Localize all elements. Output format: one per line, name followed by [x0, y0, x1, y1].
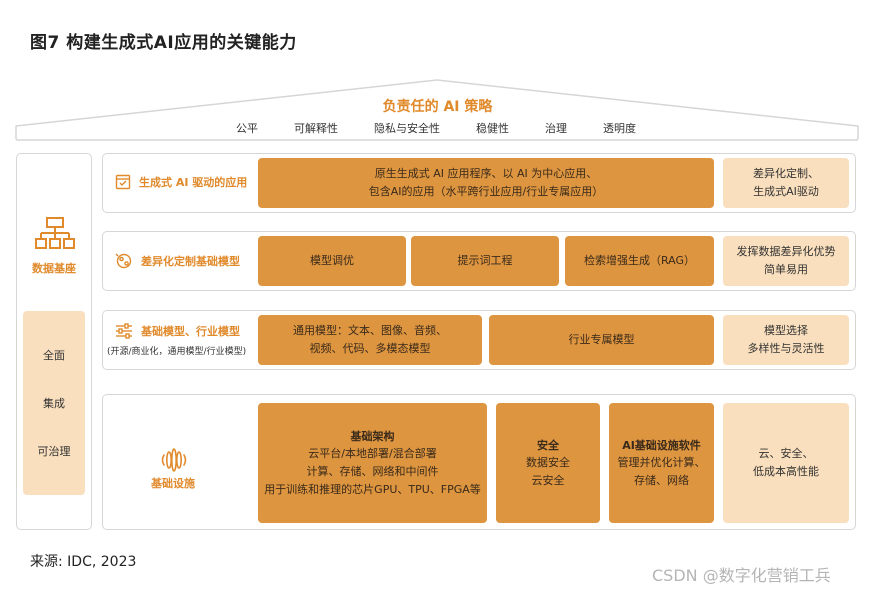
watermark: CSDN @数字化营销工兵	[652, 566, 831, 585]
box-security: 安全 数据安全 云安全	[496, 403, 600, 523]
data-foundation-pillar: 数据基座 全面 集成 可治理	[16, 153, 92, 530]
box-model-tuning: 模型调优	[258, 236, 406, 286]
box-text: 云、安全、	[758, 447, 814, 461]
box-title: 安全	[537, 438, 559, 452]
principle-explainability: 可解释性	[294, 122, 338, 135]
customize-icon	[115, 253, 133, 269]
row-label-custom-models: 差异化定制基础模型	[141, 255, 240, 268]
row-foundation-models: 基础模型、行业模型 (开源/商业化，通用模型/行业模型) 通用模型：文本、图像、…	[102, 310, 856, 370]
box-text: 云安全	[531, 473, 565, 487]
box-ai-applications: 原生生成式 AI 应用程序、以 AI 为中心应用、 包含AI的应用（水平跨行业应…	[258, 158, 714, 208]
box-text: 差异化定制、	[753, 167, 819, 181]
box-general-models: 通用模型：文本、图像、音频、 视频、代码、多模态模型	[258, 315, 482, 365]
roof-title: 负责任的 AI 策略	[382, 99, 493, 115]
box-text: 包含AI的应用（水平跨行业应用/行业专属应用）	[368, 185, 604, 198]
pillar-item-governable: 可治理	[37, 445, 71, 458]
principle-robustness: 稳健性	[476, 122, 509, 135]
box-text: 原生生成式 AI 应用程序、以 AI 为中心应用、	[374, 167, 598, 181]
box-text: 管理并优化计算、	[617, 456, 706, 470]
box-industry-models: 行业专属模型	[489, 315, 714, 365]
side-box-foundation-models: 模型选择 多样性与灵活性	[723, 315, 849, 365]
box-prompt-engineering: 提示词工程	[411, 236, 559, 286]
side-box-custom-models: 发挥数据差异化优势 简单易用	[723, 236, 849, 286]
box-text: 多样性与灵活性	[747, 342, 825, 355]
box-rag: 检索增强生成（RAG）	[565, 236, 714, 286]
sliders-icon	[115, 323, 133, 339]
box-text: 低成本高性能	[753, 465, 819, 478]
box-text: 计算、存储、网络和中间件	[306, 465, 439, 478]
box-text: 行业专属模型	[568, 333, 635, 347]
page-title: 图7 构建生成式AI应用的关键能力	[30, 33, 297, 53]
box-ai-infra-software: AI基础设施软件 管理并优化计算、 存储、网络	[609, 403, 714, 523]
app-frame-icon	[115, 174, 131, 190]
principles-list: 公平 可解释性 隐私与安全性 稳健性 治理 透明度	[236, 120, 636, 136]
box-text: 通用模型：文本、图像、音频、	[293, 324, 447, 338]
box-text: 用于训练和推理的芯片GPU、TPU、FPGA等	[264, 482, 481, 496]
box-base-architecture: 基础架构 云平台/本地部署/混合部署 计算、存储、网络和中间件 用于训练和推理的…	[258, 403, 487, 523]
row-label-applications: 生成式 AI 驱动的应用	[139, 176, 248, 189]
box-title: 基础架构	[350, 429, 395, 443]
pillar-items: 全面 集成 可治理	[23, 311, 85, 495]
principle-privacy-security: 隐私与安全性	[374, 122, 440, 135]
box-text: 云平台/本地部署/混合部署	[308, 447, 437, 461]
box-text: 存储、网络	[634, 473, 689, 487]
row-applications: 生成式 AI 驱动的应用 原生生成式 AI 应用程序、以 AI 为中心应用、 包…	[102, 153, 856, 213]
pillar-label: 数据基座	[32, 262, 76, 275]
side-box-infrastructure: 云、安全、 低成本高性能	[723, 403, 849, 523]
box-title: AI基础设施软件	[622, 438, 701, 452]
box-text: 提示词工程	[457, 254, 513, 268]
box-text: 发挥数据差异化优势	[736, 245, 836, 259]
box-text: 数据安全	[526, 456, 570, 470]
side-box-applications: 差异化定制、 生成式AI驱动	[723, 158, 849, 208]
row-custom-models: 差异化定制基础模型 模型调优 提示词工程 检索增强生成（RAG） 发挥数据差异化…	[102, 231, 856, 291]
row-label-infrastructure: 基础设施	[151, 477, 195, 490]
pillar-item-comprehensive: 全面	[43, 349, 65, 362]
infrastructure-icon	[161, 448, 187, 472]
row-infrastructure: 基础设施 基础架构 云平台/本地部署/混合部署 计算、存储、网络和中间件 用于训…	[102, 394, 856, 530]
principle-transparency: 透明度	[603, 122, 636, 135]
principle-governance: 治理	[545, 122, 567, 135]
principle-fairness: 公平	[236, 122, 258, 135]
row-sublabel-foundation-models: (开源/商业化，通用模型/行业模型)	[107, 347, 247, 357]
hierarchy-icon	[35, 217, 75, 249]
pillar-item-integrated: 集成	[43, 397, 65, 410]
row-label-foundation-models: 基础模型、行业模型	[141, 325, 240, 338]
box-text: 视频、代码、多模态模型	[309, 342, 431, 355]
box-text: 简单易用	[764, 263, 808, 276]
box-text: 检索增强生成（RAG）	[583, 254, 696, 268]
source-note: 来源: IDC, 2023	[30, 554, 137, 570]
roof-shape	[15, 79, 859, 141]
box-text: 模型调优	[310, 254, 354, 268]
box-text: 生成式AI驱动	[753, 185, 819, 198]
box-text: 模型选择	[764, 324, 808, 338]
